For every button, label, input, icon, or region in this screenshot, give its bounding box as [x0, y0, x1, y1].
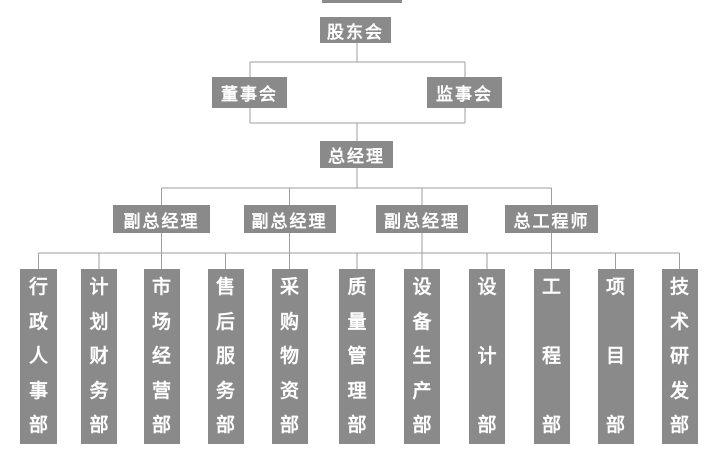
- department-design: 设计部: [469, 269, 505, 444]
- department-procurement-materials: 采购物资部: [271, 269, 308, 444]
- org-node-chief-engineer: 总工程师: [505, 205, 598, 233]
- department-after-sales-service: 售后服务部: [207, 269, 244, 444]
- org-node-board-of-directors: 董事会: [212, 77, 287, 108]
- org-node-deputy-gm-1: 副总经理: [113, 205, 210, 233]
- org-node-supervisory-board: 监事会: [427, 77, 502, 108]
- department-tech-rnd: 技术研发部: [661, 269, 698, 444]
- department-engineering: 工程部: [533, 269, 570, 444]
- department-quality-management: 质量管理部: [339, 269, 375, 444]
- department-equipment-production: 设备生产部: [404, 269, 440, 444]
- org-node-shareholders-meeting: 股东会: [320, 17, 391, 43]
- department-project: 项目部: [597, 269, 634, 444]
- org-node-deputy-gm-2: 副总经理: [243, 205, 336, 233]
- department-planning-finance: 计划财务部: [81, 269, 117, 444]
- org-node-deputy-gm-3: 副总经理: [376, 205, 468, 233]
- department-admin-hr: 行政人事部: [20, 269, 57, 444]
- department-marketing-operations: 市场经营部: [143, 269, 180, 444]
- cropped-top-box-edge: [322, 0, 402, 3]
- org-node-general-manager: 总经理: [320, 141, 393, 168]
